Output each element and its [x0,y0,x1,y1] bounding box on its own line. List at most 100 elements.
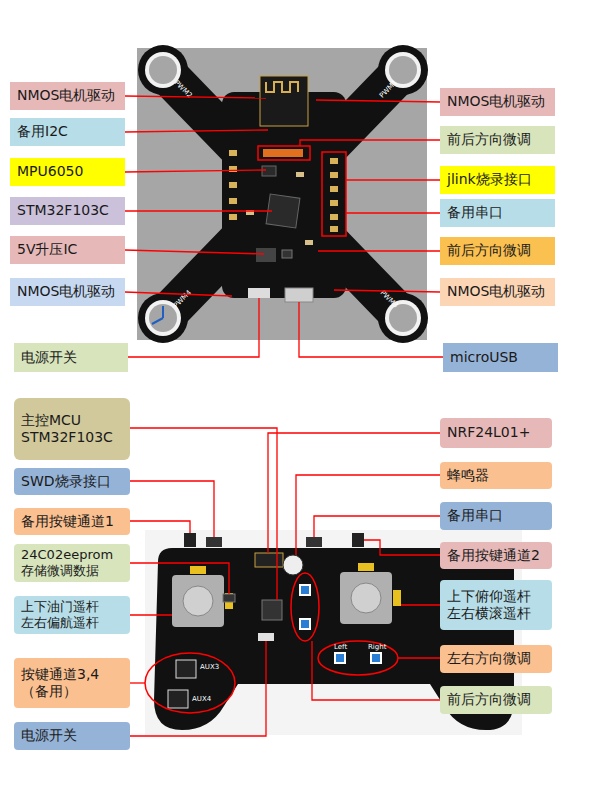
callout-text: STM32F103C [17,202,109,220]
callout-box: 电源开关 [14,343,128,372]
callout-text: 电源开关 [21,349,77,367]
trim-button [301,586,309,594]
callout-box: 前后方向微调 [440,126,555,154]
leader-line [130,428,277,600]
header-pin [229,182,237,188]
callout-text: 5V升压IC [17,241,77,259]
leader-line [401,604,440,605]
callout-box: NMOS电机驱动 [10,278,125,306]
callout-box: SWD烧录接口 [14,468,130,495]
callout-text: 备用按键通道1 [21,513,114,531]
mcu-chip [262,600,282,620]
leader-line [318,250,440,251]
trim-button [334,652,346,664]
callout-box: 主控MCU STM32F103C [14,398,130,460]
callout-box: 备用I2C [10,118,125,146]
highlight-ellipse [291,573,319,641]
silkscreen-label: AUX4 [192,696,211,703]
smd-part [305,240,313,245]
smd-part [296,172,304,177]
highlight-ellipse [145,653,235,713]
key-switch [184,533,196,547]
leader-line [130,481,214,537]
power-switch [248,288,270,298]
header-pin [330,186,338,192]
joystick-pot [358,563,374,571]
silkscreen-label: Left [334,644,347,651]
callout-box: 上下俯仰遥杆 左右横滚遥杆 [440,580,552,630]
leader-line [364,540,440,555]
leader-line [398,657,440,658]
header-pin [229,214,237,220]
callout-box: 电源开关 [14,722,130,750]
callout-text: 主控MCU STM32F103C [21,412,123,447]
callout-text: 蜂鸣器 [447,467,489,485]
header-pin [330,158,338,164]
motor-hole [149,56,177,84]
header-pin [330,200,338,206]
callout-box: NRF24L01+ [440,418,552,448]
callout-text: NMOS电机驱动 [447,283,545,301]
callout-box: 备用按键通道1 [14,508,130,535]
callout-text: SWD烧录接口 [21,473,111,491]
boost-ic [282,250,292,258]
callout-box: 前后方向微调 [440,686,552,714]
callout-text: 左右方向微调 [447,650,531,668]
callout-text: 前后方向微调 [447,131,531,149]
leader-line [130,682,145,683]
connector [263,149,303,157]
leader-line [299,302,443,357]
leader-line [300,140,440,146]
callout-text: 备用按键通道2 [447,547,540,565]
leader-line [128,298,259,357]
callout-box: 备用串口 [440,502,552,530]
pcb-antenna [266,82,298,92]
leader-line [296,475,440,555]
highlight-ellipse [318,641,398,675]
leader-line [125,250,264,254]
imu-chip [262,166,276,176]
axis-icon [152,306,163,324]
callout-text: NMOS电机驱动 [17,283,115,301]
swd-header [206,537,222,547]
buzzer [283,555,303,575]
leader-line [316,100,440,102]
callout-text: 24C02eeprom 存储微调数据 [21,547,123,580]
callout-box: NMOS电机驱动 [10,82,125,110]
motor-hole [149,304,177,332]
callout-box: MPU6050 [10,158,125,186]
header-pin [330,214,338,220]
callout-text: 备用串口 [447,507,503,525]
callout-box: STM32F103C [10,197,125,225]
trim-button [299,618,311,630]
callout-box: 前后方向微调 [440,237,555,265]
highlight-box [322,152,346,236]
leader-line [125,96,266,98]
joystick-pot [190,566,206,574]
highlight-box [258,146,310,160]
callout-text: MPU6050 [17,163,83,181]
callout-text: 备用I2C [17,123,68,141]
callout-box: 左右方向微调 [440,645,552,673]
callout-text: NRF24L01+ [447,424,530,442]
callout-box: NMOS电机驱动 [440,88,555,116]
header-pin [229,198,237,204]
callout-text: NMOS电机驱动 [447,93,545,111]
callout-box: 上下油门遥杆 左右偏航遥杆 [14,596,130,634]
callout-text: 备用串口 [447,204,503,222]
callout-box: 蜂鸣器 [440,462,552,489]
power-switch [258,633,274,641]
joystick-knob [351,583,381,613]
leader-line [268,433,440,553]
callout-box: 5V升压IC [10,236,125,264]
trim-button [372,654,380,662]
callout-box: 备用串口 [440,199,555,227]
leader-line [125,292,232,296]
joystick [340,572,392,624]
callout-text: NMOS电机驱动 [17,87,115,105]
callout-text: 电源开关 [21,727,77,745]
leader-line [314,516,440,537]
rf-module [260,76,308,126]
leader-line [346,212,440,213]
callout-box: jlink烧录接口 [440,166,555,194]
